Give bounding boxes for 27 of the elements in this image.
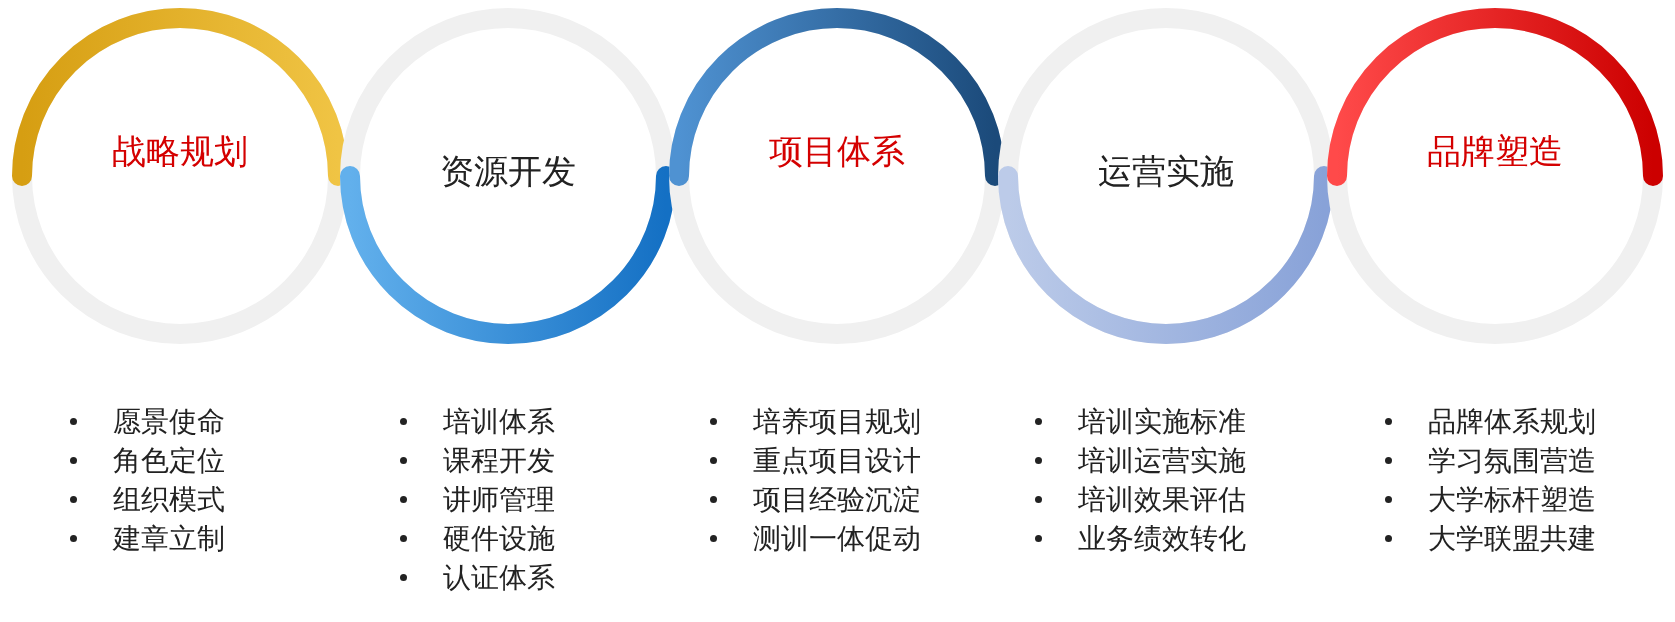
circle-title: 项目体系 [769, 129, 905, 173]
list-item: 培训体系 [443, 404, 555, 440]
list-item: 建章立制 [113, 521, 225, 557]
circle-title: 品牌塑造 [1427, 129, 1563, 173]
list-item: 组织模式 [113, 482, 225, 518]
list-item: 培养项目规划 [753, 404, 921, 440]
list-item: 课程开发 [443, 443, 555, 479]
list-item: 重点项目设计 [753, 443, 921, 479]
circle-title: 战略规划 [112, 129, 248, 173]
list-item: 认证体系 [443, 560, 555, 596]
list-item: 品牌体系规划 [1428, 404, 1596, 440]
list-item: 硬件设施 [443, 521, 555, 557]
list-item: 培训实施标准 [1078, 404, 1246, 440]
list-item: 培训运营实施 [1078, 443, 1246, 479]
list-item: 业务绩效转化 [1078, 521, 1246, 557]
list-item: 大学联盟共建 [1428, 521, 1596, 557]
list-item: 角色定位 [113, 443, 225, 479]
list-item: 大学标杆塑造 [1428, 482, 1596, 518]
list-item: 学习氛围营造 [1428, 443, 1596, 479]
list-item: 项目经验沉淀 [753, 482, 921, 518]
circle-title: 资源开发 [440, 149, 576, 193]
list-item: 测训一体促动 [753, 521, 921, 557]
ring [1327, 8, 1663, 344]
list-item: 培训效果评估 [1078, 482, 1246, 518]
list-item: 讲师管理 [443, 482, 555, 518]
circle-title: 运营实施 [1098, 149, 1234, 193]
list-item: 愿景使命 [113, 404, 225, 440]
